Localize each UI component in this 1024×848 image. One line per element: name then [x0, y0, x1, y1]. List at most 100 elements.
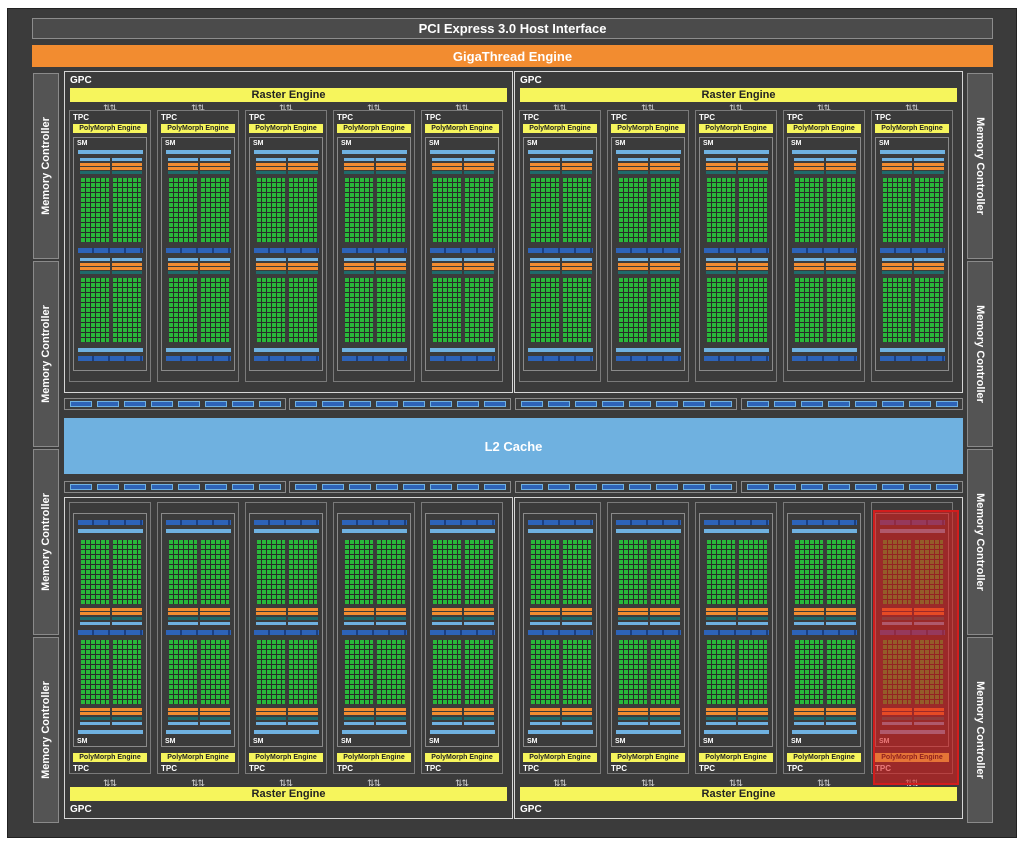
texture-units	[254, 630, 319, 635]
dispatch-unit	[914, 263, 944, 266]
dispatch-unit	[618, 167, 648, 170]
sm-partition	[650, 540, 680, 626]
register-file	[464, 171, 494, 174]
dispatch-unit	[80, 612, 110, 615]
dispatch-unit	[706, 612, 736, 615]
cuda-core-grid	[563, 278, 591, 342]
cuda-core-grid	[465, 540, 493, 604]
sm-partition	[288, 640, 318, 726]
register-file	[914, 271, 944, 274]
dispatch-unit	[344, 267, 374, 270]
crossbar-block	[774, 484, 796, 490]
dispatch-unit	[200, 263, 230, 266]
cuda-core-grid	[257, 540, 285, 604]
texture-units	[792, 356, 857, 361]
sm-partition	[432, 158, 462, 244]
texture-units	[342, 520, 407, 525]
cuda-core-grid	[201, 640, 229, 704]
dispatch-unit	[432, 612, 462, 615]
warp-scheduler	[530, 622, 560, 625]
sm-partition	[464, 540, 494, 626]
warp-scheduler	[200, 622, 230, 625]
streaming-multiprocessor: SM	[337, 513, 411, 747]
warp-scheduler	[168, 722, 198, 725]
crossbar-segment	[64, 398, 286, 410]
cuda-core-grid	[827, 278, 855, 342]
dispatch-unit	[432, 712, 462, 715]
register-file	[256, 617, 286, 620]
sm-partition	[738, 158, 768, 244]
bidirectional-arrow-icon: ⇅⇅	[817, 103, 831, 113]
dispatch-unit	[530, 712, 560, 715]
sm-partition	[706, 158, 736, 244]
register-file	[650, 617, 680, 620]
instruction-cache	[792, 730, 857, 734]
cuda-core-grid	[169, 640, 197, 704]
instruction-cache	[704, 150, 769, 154]
crossbar-block	[602, 484, 624, 490]
register-file	[706, 617, 736, 620]
cuda-core-grid	[345, 178, 373, 242]
register-file	[464, 617, 494, 620]
register-file	[112, 171, 142, 174]
instruction-cache	[880, 150, 945, 154]
dispatch-unit	[344, 712, 374, 715]
cuda-core-grid	[113, 278, 141, 342]
instruction-cache	[704, 730, 769, 734]
sm-label: SM	[165, 738, 176, 745]
streaming-multiprocessor: SM	[161, 137, 235, 371]
cuda-core-grid	[81, 278, 109, 342]
cuda-core-grid	[707, 278, 735, 342]
dispatch-unit	[376, 708, 406, 711]
texture-units	[78, 356, 143, 361]
dispatch-unit	[200, 712, 230, 715]
sm-partition	[168, 258, 198, 344]
dispatch-unit	[376, 263, 406, 266]
dispatch-unit	[432, 608, 462, 611]
dispatch-unit	[914, 267, 944, 270]
dispatch-unit	[738, 712, 768, 715]
texture-units	[430, 630, 495, 635]
cuda-core-grid	[433, 278, 461, 342]
crossbar-block	[376, 401, 398, 407]
sm-label: SM	[165, 140, 176, 147]
tpc-label: TPC	[161, 113, 177, 122]
dispatch-unit	[826, 712, 856, 715]
sm-partition	[882, 158, 912, 244]
crossbar-block	[548, 484, 570, 490]
sm-partition	[376, 258, 406, 344]
raster-engine: Raster Engine	[70, 787, 507, 801]
bidirectional-arrow-icon: ⇅⇅	[553, 778, 567, 788]
memory-controller-label: Memory Controller	[974, 305, 986, 403]
warp-scheduler	[112, 258, 142, 261]
texture-units	[430, 248, 495, 253]
cuda-core-grid	[201, 540, 229, 604]
streaming-multiprocessor: SM	[425, 137, 499, 371]
register-file	[738, 717, 768, 720]
dispatch-unit	[826, 608, 856, 611]
register-file	[344, 271, 374, 274]
dispatch-unit	[618, 263, 648, 266]
polymorph-engine: PolyMorph Engine	[337, 753, 411, 762]
warp-scheduler	[650, 722, 680, 725]
texture-units	[880, 248, 945, 253]
warp-scheduler	[530, 722, 560, 725]
warp-scheduler	[432, 158, 462, 161]
crossbar-block	[349, 484, 371, 490]
warp-scheduler	[80, 622, 110, 625]
instruction-cache	[254, 150, 319, 154]
sm-partition	[376, 540, 406, 626]
dispatch-unit	[288, 708, 318, 711]
dispatch-unit	[288, 267, 318, 270]
dispatch-unit	[794, 263, 824, 266]
bidirectional-arrow-icon: ⇅⇅	[455, 778, 469, 788]
crossbar-block	[801, 484, 823, 490]
crossbar-block	[484, 401, 506, 407]
polymorph-engine: PolyMorph Engine	[787, 753, 861, 762]
dispatch-unit	[706, 163, 736, 166]
texture-units	[704, 248, 769, 253]
sm-partition	[826, 640, 856, 726]
